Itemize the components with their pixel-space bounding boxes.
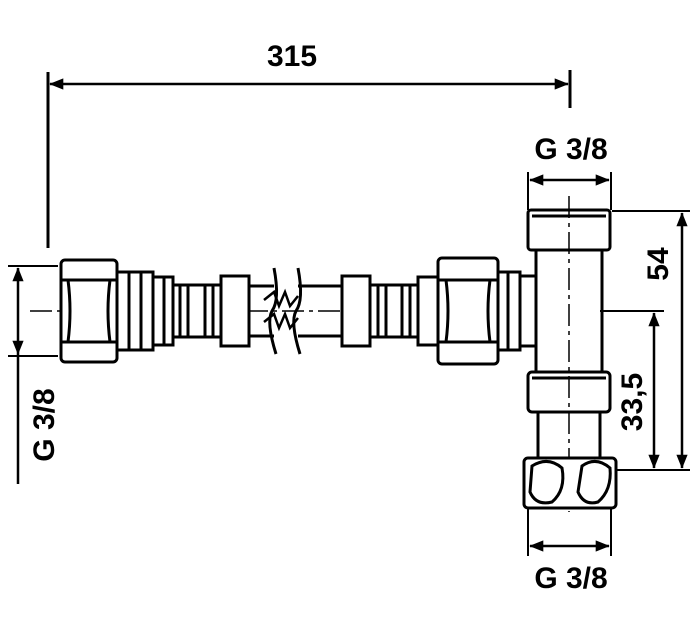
right-crimp-sleeve: [340, 274, 440, 348]
dimension-height: 54: [612, 210, 690, 471]
bottom-hex-nut: [522, 456, 618, 510]
top-thread-label: G 3/8: [534, 133, 607, 166]
overall-length-label: 315: [267, 40, 317, 73]
center-height-label: 33,5: [616, 373, 649, 431]
dimension-left-thread: G 3/8: [8, 265, 61, 484]
dimension-overall-length: 315: [46, 40, 572, 248]
height-label: 54: [642, 247, 675, 281]
left-thread-label: G 3/8: [28, 388, 61, 461]
dimension-center-height: 33,5: [600, 310, 664, 469]
dimension-top-thread: G 3/8: [527, 133, 612, 210]
right-union-nut: [436, 256, 522, 366]
dimension-bottom-thread: G 3/8: [527, 508, 612, 595]
left-union-nut: [59, 258, 119, 364]
left-crimp-sleeve: [171, 274, 251, 348]
left-fitting-body: [115, 270, 175, 352]
bottom-thread-label: G 3/8: [534, 562, 607, 595]
hose-with-break: [249, 267, 342, 355]
